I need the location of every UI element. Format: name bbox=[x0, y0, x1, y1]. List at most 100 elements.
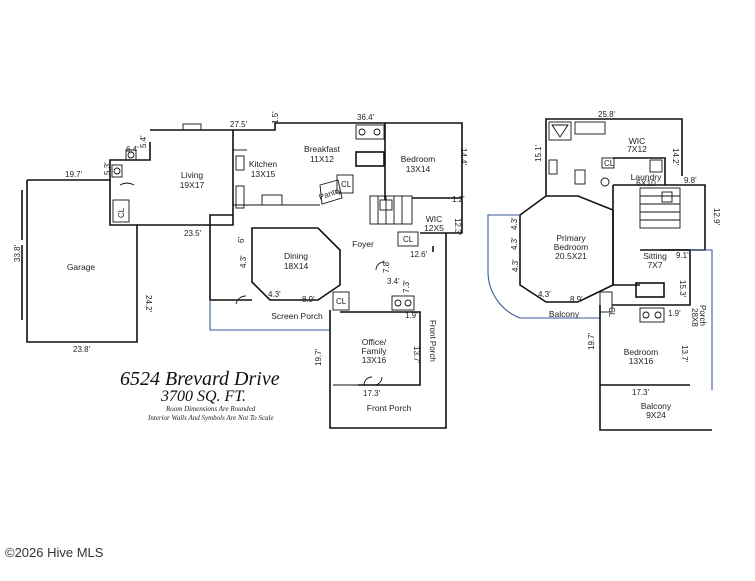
breakfast-dim: 11X12 bbox=[310, 154, 334, 164]
breakfast-label: Breakfast bbox=[304, 144, 341, 154]
dim-12-3: 12.3' bbox=[453, 218, 462, 236]
balcony1-label: Balcony bbox=[549, 309, 580, 319]
dim-19-7b: 19.7' bbox=[314, 348, 323, 366]
cl-dining: CL bbox=[336, 297, 347, 306]
front-porch-side-label: Front Porch bbox=[428, 320, 437, 362]
dim-36-4: 36.4' bbox=[357, 113, 375, 122]
main-floor: Garage 19.7' 33.8' 24.2' 23.8' 6.4' 5.3'… bbox=[13, 111, 468, 429]
dim-1-5: 1.5' bbox=[271, 111, 280, 124]
dim-23-5: 23.5' bbox=[184, 229, 202, 238]
dim-9-1: 9.1' bbox=[676, 251, 689, 260]
address-title: 6524 Brevard Drive bbox=[120, 368, 280, 390]
laundry-label: Laundry bbox=[631, 172, 662, 182]
stairs-upper: 9.8' 12.9' bbox=[612, 176, 721, 286]
dim-6: 6' bbox=[237, 237, 246, 243]
foyer: Foyer 12.6' bbox=[352, 239, 434, 259]
dim-7-8: 7.8' bbox=[382, 260, 391, 273]
dim-19-7c: 19.7' bbox=[587, 332, 596, 350]
porch-side: Porch 28X8 bbox=[690, 249, 713, 390]
dim-12-6: 12.6' bbox=[410, 250, 428, 259]
kitchen-dim: 13X15 bbox=[251, 169, 276, 179]
cl-primary: CL bbox=[607, 307, 616, 318]
bedroom2-label: Bedroom bbox=[624, 347, 659, 357]
wic1-label: WIC bbox=[426, 214, 443, 224]
wic-main: WIC 12X5 12.3' CL bbox=[397, 197, 463, 247]
dim-13-7b: 13.7' bbox=[680, 345, 689, 363]
copyright-text: ©2026 Hive MLS bbox=[5, 545, 104, 560]
foyer-label: Foyer bbox=[352, 239, 374, 249]
dim-3-4: 3.4' bbox=[387, 277, 400, 286]
dim-garage-top: 19.7' bbox=[65, 170, 83, 179]
dining-dim: 18X14 bbox=[284, 261, 309, 271]
dim-1-9a: 1.9' bbox=[405, 311, 418, 320]
dim-27-5: 27.5' bbox=[230, 120, 248, 129]
sitting: Sitting 7X7 9.1' 15.3' bbox=[612, 249, 691, 306]
garage-label: Garage bbox=[67, 262, 96, 272]
bedroom2-dim: 13X16 bbox=[629, 356, 654, 366]
dim-15-3: 15.3' bbox=[678, 280, 687, 298]
dining-label: Dining bbox=[284, 251, 308, 261]
front-porch-label: Front Porch bbox=[367, 403, 412, 413]
dim-14-4: 14.4' bbox=[459, 148, 468, 166]
dim-4-3d: 4.3' bbox=[510, 237, 519, 250]
dim-4-3e: 4.3' bbox=[511, 259, 520, 272]
cl-wic2: CL bbox=[604, 159, 615, 168]
wic2-dim: 7X12 bbox=[627, 144, 647, 154]
dim-5-3: 5.3' bbox=[103, 162, 112, 175]
dim-7-3: 7.3' bbox=[402, 280, 411, 293]
bedroom-2: 1.9' 19.7' 13.7' Bedroom 13X16 17.3' Bal… bbox=[587, 305, 712, 431]
dim-17-3b: 17.3' bbox=[632, 388, 650, 397]
office-label-2: Family bbox=[361, 346, 387, 356]
porch-side-label: Porch bbox=[698, 305, 707, 326]
dim-garage-bottom: 23.8' bbox=[73, 345, 91, 354]
dim-8-9a: 8.9' bbox=[302, 295, 315, 304]
garage: Garage 19.7' 33.8' 24.2' 23.8' bbox=[13, 170, 153, 354]
bedroom1-label: Bedroom bbox=[401, 154, 436, 164]
sqft-title: 3700 SQ. FT. bbox=[160, 388, 246, 405]
dim-17-3a: 17.3' bbox=[363, 389, 381, 398]
laundry: Laundry 6X10 bbox=[600, 157, 666, 188]
dining: Dining 18X14 6' 4.3' 4.3' 8.9' bbox=[209, 214, 341, 304]
living: Living 19X17 23.5' bbox=[137, 123, 234, 238]
balcony2-dim: 9X24 bbox=[646, 410, 666, 420]
dim-14-2: 14.2' bbox=[671, 148, 680, 166]
primary-bath: 25.8' 15.1' WIC 7X12 14.2' CL bbox=[534, 110, 683, 196]
primary-label-2: Bedroom bbox=[554, 242, 589, 252]
wic1-dim: 12X5 bbox=[424, 223, 444, 233]
bedroom-1: Bedroom 13X14 14.4' 1.2' bbox=[355, 122, 468, 204]
dim-garage-right: 24.2' bbox=[144, 295, 153, 313]
office-dim: 13X16 bbox=[362, 355, 387, 365]
wic2-label: WIC bbox=[629, 136, 646, 146]
dim-6-4: 6.4' bbox=[126, 145, 139, 154]
upper-floor: 25.8' 15.1' WIC 7X12 14.2' CL Laundry 6X… bbox=[487, 110, 721, 431]
dim-12-9: 12.9' bbox=[712, 208, 721, 226]
note-1: Room Dimensions Are Rounded bbox=[165, 405, 256, 413]
title-block: 6524 Brevard Drive 3700 SQ. FT. Room Dim… bbox=[120, 368, 280, 422]
dim-4-3c: 4.3' bbox=[510, 217, 519, 230]
note-2: Interior Walls And Symbols Are Not To Sc… bbox=[147, 414, 274, 422]
dim-8-9b: 8.9' bbox=[570, 295, 583, 304]
office-label: Office/ bbox=[362, 337, 387, 347]
living-label: Living bbox=[181, 170, 203, 180]
dim-13-7a: 13.7' bbox=[412, 346, 421, 364]
balcony2-label: Balcony bbox=[641, 401, 672, 411]
bedroom1-dim: 13X14 bbox=[406, 164, 431, 174]
dim-garage-left: 33.8' bbox=[13, 244, 22, 262]
office-family: Office/ Family 13X16 19.7' 13.7' Front P… bbox=[314, 233, 447, 429]
primary-bedroom: Primary Bedroom 20.5X21 4.3' 4.3' 4.3' 4… bbox=[487, 195, 616, 319]
dim-9-8: 9.8' bbox=[684, 176, 697, 185]
sitting-dim: 7X7 bbox=[647, 260, 662, 270]
dim-15-1: 15.1' bbox=[534, 144, 543, 162]
cl-kitchen: CL bbox=[341, 180, 352, 189]
sitting-label: Sitting bbox=[643, 251, 667, 261]
dim-4-3b: 4.3' bbox=[268, 290, 281, 299]
kitchen-label: Kitchen bbox=[249, 159, 278, 169]
primary-dim: 20.5X21 bbox=[555, 251, 587, 261]
cl-foyer: CL bbox=[403, 235, 414, 244]
dim-1-2: 1.2' bbox=[452, 195, 465, 204]
laundry-dim: 6X10 bbox=[636, 178, 656, 188]
screen-porch-label: Screen Porch bbox=[271, 311, 323, 321]
dim-25-8: 25.8' bbox=[598, 110, 616, 119]
cl-garage: CL bbox=[117, 207, 126, 218]
